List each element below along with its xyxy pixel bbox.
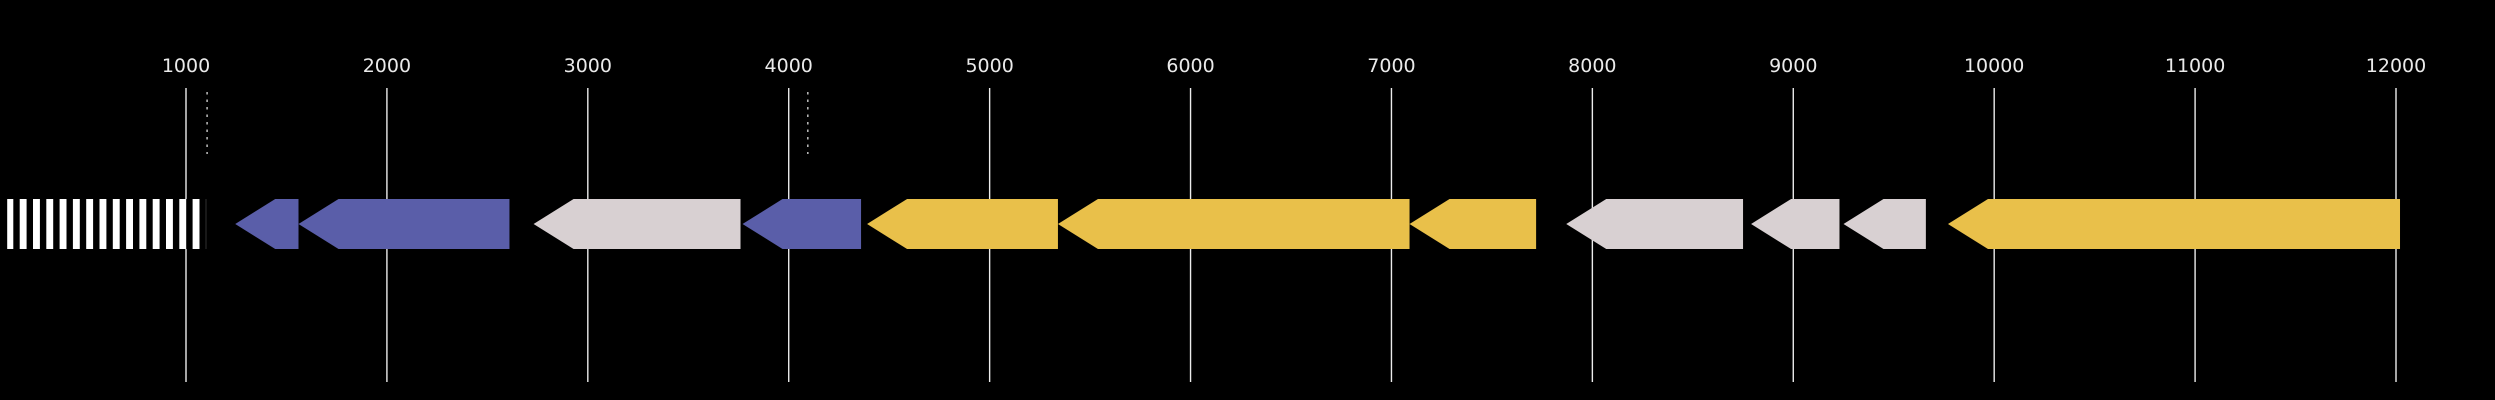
tick-label-6000: 6000: [1166, 55, 1214, 77]
repeat-region: [7, 199, 207, 249]
cds-arrow-2: [298, 199, 510, 249]
tick-label-10000: 10000: [1964, 55, 2024, 77]
cds-arrow-4: [742, 199, 862, 249]
tick-label-9000: 9000: [1769, 55, 1817, 77]
tick-label-12000: 12000: [2366, 55, 2426, 77]
tick-label-7000: 7000: [1367, 55, 1415, 77]
cds-arrow-3: [533, 199, 741, 249]
feature-track: [7, 199, 2401, 249]
cds-arrow-11: [1947, 199, 2401, 249]
cds-arrow-1: [235, 199, 299, 249]
axis-tick-labels: 1000 2000 3000 4000 5000 6000 7000 8000 9000 1000…: [162, 55, 2426, 77]
cds-arrow-7: [1409, 199, 1537, 249]
cds-arrow-5: [867, 199, 1058, 249]
cds-arrow-10: [1843, 199, 1926, 249]
tick-label-4000: 4000: [765, 55, 813, 77]
tick-label-1000: 1000: [162, 55, 210, 77]
cds-arrow-8: [1566, 199, 1744, 249]
cds-arrow-9: [1751, 199, 1840, 249]
tick-label-5000: 5000: [965, 55, 1013, 77]
tick-label-11000: 11000: [2165, 55, 2225, 77]
tick-label-2000: 2000: [363, 55, 411, 77]
cds-arrow-6: [1057, 199, 1410, 249]
tick-label-3000: 3000: [564, 55, 612, 77]
tick-label-8000: 8000: [1568, 55, 1616, 77]
sequence-breaks: [206, 92, 809, 154]
